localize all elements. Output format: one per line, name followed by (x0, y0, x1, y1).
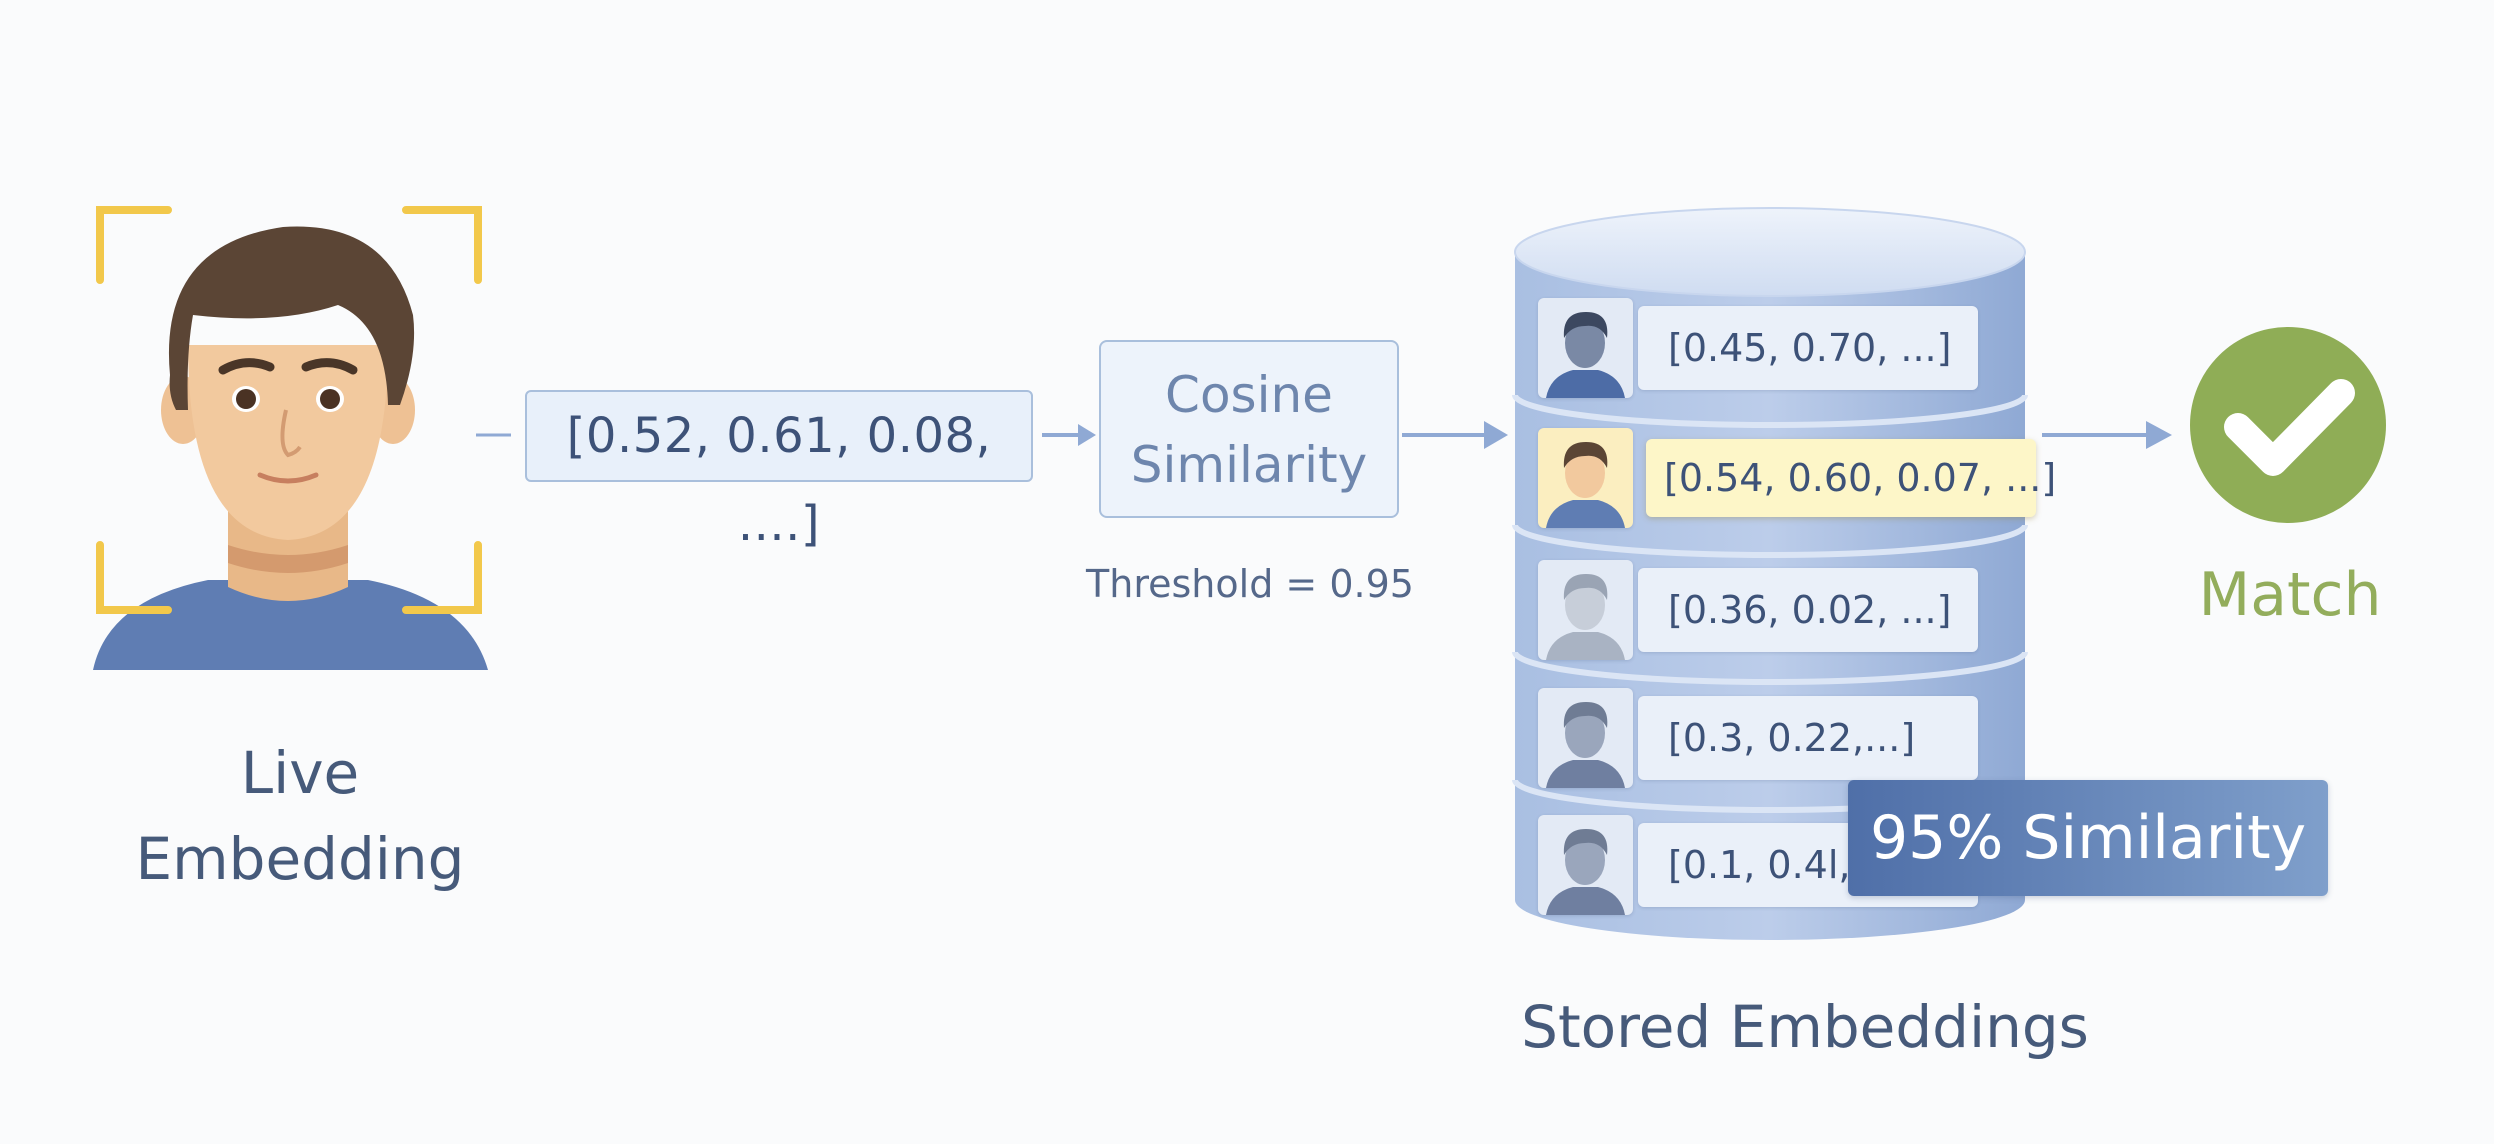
database-row: [0.45, 0.70, ...] (1538, 298, 1988, 398)
stored-embedding-vector: [0.3, 0.22,...] (1638, 696, 1978, 780)
person-avatar-icon (1538, 560, 1633, 660)
cosine-similarity-box: Cosine Similarity (1099, 340, 1399, 518)
match-label: Match (2198, 560, 2382, 630)
stored-embeddings-label: Stored Embeddings (1521, 993, 2089, 1061)
database-row: [0.36, 0.02, ...] (1538, 560, 1988, 660)
stored-embedding-vector: [0.45, 0.70, ...] (1638, 306, 1978, 390)
person-avatar-icon (1538, 688, 1633, 788)
database-row: [0.54, 0.60, 0.07, ...] (1538, 428, 2056, 528)
arrow-to-database (1402, 421, 1508, 449)
matched-embedding-vector: [0.54, 0.60, 0.07, ...] (1646, 439, 2056, 517)
live-embedding-vector: [0.52, 0.61, 0.08, ....] (525, 390, 1033, 552)
connector-line (476, 433, 511, 437)
person-avatar-icon (1538, 815, 1633, 915)
database-row: [0.3, 0.22,...] (1538, 688, 1988, 788)
arrow-to-match (2042, 421, 2172, 449)
threshold-label: Threshold = 0.95 (1086, 562, 1414, 606)
stored-embedding-vector: [0.36, 0.02, ...] (1638, 568, 1978, 652)
person-avatar-icon (1538, 428, 1633, 528)
checkmark-icon (2190, 327, 2386, 523)
person-avatar-icon (1538, 298, 1633, 398)
live-face-avatar (88, 205, 488, 675)
arrow-to-cosine (1042, 424, 1096, 446)
live-embedding-label: Live Embedding (135, 739, 465, 893)
similarity-badge: 95% Similarity (1848, 780, 2328, 896)
